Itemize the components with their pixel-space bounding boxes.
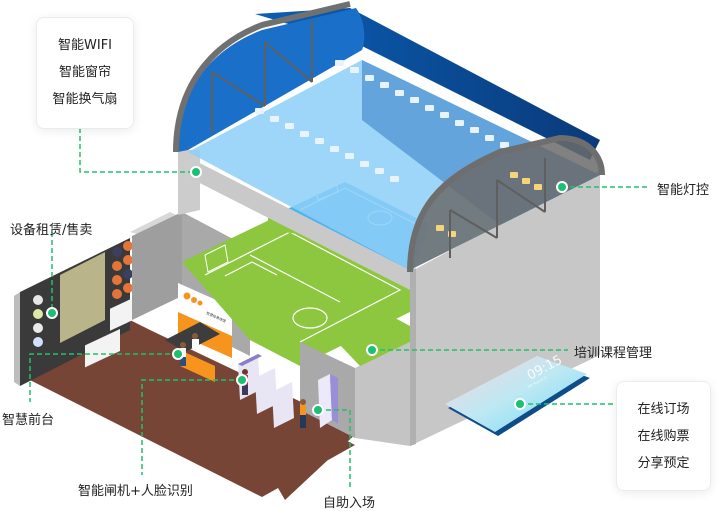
building-wall-right-shade — [410, 268, 416, 446]
warm-lights — [436, 172, 542, 237]
label-training: 培训课程管理 — [574, 346, 653, 361]
roof-arch-right-frame — [407, 134, 605, 273]
hotspot-wifi[interactable] — [190, 166, 202, 178]
top-left-feature-card: 智能WIFI 智能窗帘 智能换气扇 — [36, 17, 134, 129]
roof-arch-left-frame — [173, 1, 351, 153]
field-markings — [204, 231, 402, 343]
hotspot-kiosk[interactable] — [312, 404, 324, 416]
reception-desk — [180, 350, 215, 382]
balls-display — [33, 241, 133, 347]
feature-smart-curtain: 智能窗帘 — [58, 65, 111, 80]
connectors — [29, 128, 650, 490]
hotspot-rental[interactable] — [46, 307, 58, 319]
label-self-entry: 自助入场 — [323, 496, 376, 511]
floor-lobby — [20, 330, 355, 497]
clothes-rack — [85, 329, 120, 368]
hotspot-training[interactable] — [366, 344, 378, 356]
hotspot-front-desk[interactable] — [172, 348, 184, 360]
feature-online-ticket: 在线购票 — [637, 429, 690, 444]
connector-kiosk — [318, 409, 351, 490]
stadium-lights — [255, 60, 509, 182]
feature-smart-wifi: 智能WIFI — [58, 38, 112, 53]
training-wall-side — [355, 342, 410, 446]
hotspot-lighting[interactable] — [556, 181, 568, 193]
roof-truss-right — [449, 158, 546, 258]
feature-smart-fan: 智能换气扇 — [52, 92, 118, 107]
shop-wall-edge — [14, 292, 20, 386]
feature-share-booking: 分享预定 — [637, 456, 690, 471]
label-rental: 设备租赁/售卖 — [10, 223, 93, 238]
roof-truss-left — [211, 20, 313, 133]
label-lighting: 智能灯控 — [657, 183, 710, 198]
roof-arch-right — [410, 140, 600, 270]
building-wall-left — [178, 152, 410, 290]
connector-gate — [141, 379, 242, 475]
building-side-wall — [178, 150, 200, 215]
label-gate: 智能闸机+人脸识别 — [78, 484, 193, 499]
goal-net — [204, 244, 229, 273]
hotspot-phone[interactable] — [514, 398, 526, 410]
roof-arch-left — [178, 8, 365, 152]
feature-online-booking: 在线订场 — [637, 402, 690, 417]
training-field — [340, 318, 410, 366]
connector-top-left — [79, 128, 196, 173]
hotspot-gate[interactable] — [236, 374, 248, 386]
connector-front-desk — [29, 353, 178, 402]
bottom-right-feature-card: 在线订场 在线购票 分享预定 — [616, 381, 711, 491]
pegboard — [60, 252, 105, 343]
self-service-kiosk — [318, 374, 338, 428]
label-front-desk: 智慧前台 — [2, 413, 55, 428]
partition-wall — [132, 212, 182, 320]
hotspots — [46, 166, 568, 416]
